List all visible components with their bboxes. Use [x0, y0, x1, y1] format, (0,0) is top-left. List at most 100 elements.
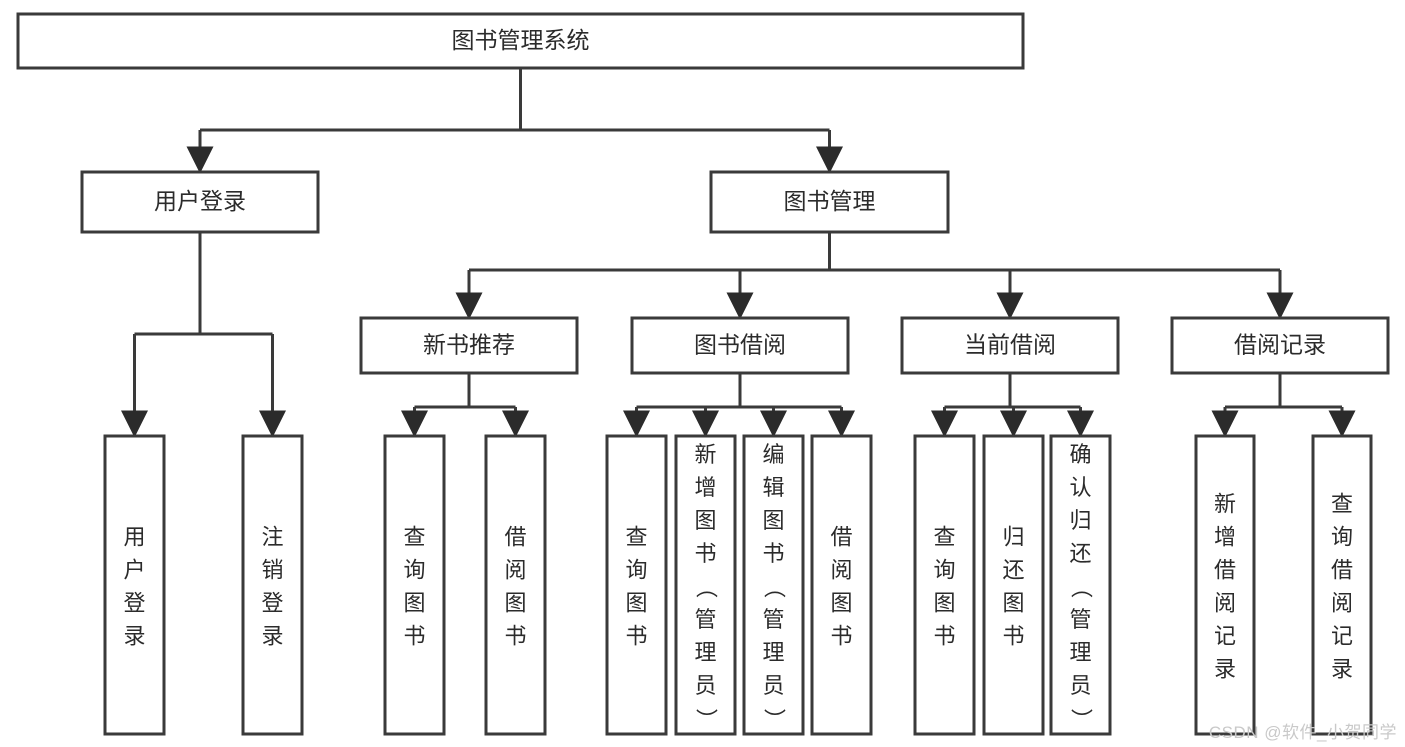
node-borrow-record[interactable]: 借阅记录 — [1170, 316, 1390, 375]
node-box — [1311, 434, 1373, 736]
connector-group — [931, 373, 1094, 438]
node-label: 图书借阅 — [694, 332, 786, 358]
node-label-char: 阅 — [1331, 591, 1353, 616]
node-label: 图书管理系统 — [452, 27, 590, 53]
node-label-char: 录 — [261, 624, 283, 649]
node-label-char: 确 — [1069, 442, 1091, 467]
node-label-char: ） — [762, 708, 787, 730]
node-root[interactable]: 图书管理系统 — [16, 12, 1025, 70]
node-label-char: 借 — [1214, 558, 1236, 583]
node-label-char: 编 — [762, 442, 784, 467]
node-label-char: 询 — [625, 558, 647, 583]
node-label-char: 图 — [830, 591, 852, 616]
node-label-char: 员 — [1069, 673, 1091, 698]
node-box — [674, 434, 737, 736]
node-box — [80, 170, 320, 234]
node-label-char: 辑 — [762, 475, 784, 500]
node-box — [1194, 434, 1256, 736]
node-label-char: 销 — [261, 558, 283, 583]
node-box — [982, 434, 1045, 736]
node-label-char: 询 — [933, 558, 955, 583]
node-label-char: 阅 — [1214, 591, 1236, 616]
node-new-book-rec[interactable]: 新书推荐 — [359, 316, 579, 375]
node-box — [1170, 316, 1390, 375]
node-label-char: ） — [1069, 708, 1094, 730]
node-label-char: 查 — [625, 525, 647, 550]
node-label-char: 录 — [1214, 657, 1236, 682]
node-box — [913, 434, 976, 736]
node-label-char: 书 — [504, 624, 526, 649]
node-label-char: 管 — [1069, 607, 1091, 632]
node-label-char: 管 — [694, 607, 716, 632]
node-label: 借阅记录 — [1234, 332, 1326, 358]
connector-group — [401, 373, 529, 438]
csdn-watermark: CSDN @软件_小贺同学 — [1208, 723, 1397, 742]
node-user-login[interactable]: 用户登录 — [80, 170, 320, 234]
node-label-char: 借 — [1331, 558, 1353, 583]
node-leaf-user-login[interactable]: 用户登录 — [103, 434, 166, 736]
node-box — [383, 434, 446, 736]
node-label-char: 图 — [1002, 591, 1024, 616]
node-label-char: 图 — [933, 591, 955, 616]
node-box — [241, 434, 304, 736]
node-box — [605, 434, 668, 736]
node-label-char: 阅 — [830, 558, 852, 583]
node-label-char: 图 — [762, 508, 784, 533]
node-label-char: 阅 — [504, 558, 526, 583]
node-label-char: 归 — [1002, 525, 1024, 550]
node-box — [810, 434, 873, 736]
node-label-char: 理 — [1069, 640, 1091, 665]
node-label-char: 书 — [403, 624, 425, 649]
node-label-char: 记 — [1214, 624, 1236, 649]
node-label: 新书推荐 — [423, 332, 515, 358]
node-label-char: （ — [762, 576, 787, 598]
node-label-char: 询 — [403, 558, 425, 583]
connector-group — [121, 232, 286, 438]
node-label-char: 录 — [1331, 657, 1353, 682]
node-label-char: ） — [694, 708, 719, 730]
node-label-char: 认 — [1069, 475, 1091, 500]
node-box — [16, 12, 1025, 70]
node-box — [359, 316, 579, 375]
node-label-char: 用 — [123, 525, 145, 550]
node-label-char: 查 — [933, 525, 955, 550]
node-box — [630, 316, 850, 375]
node-label-char: 书 — [933, 624, 955, 649]
node-label-char: 录 — [123, 624, 145, 649]
connector-group — [455, 232, 1294, 320]
node-box — [900, 316, 1120, 375]
connector-group — [623, 373, 855, 438]
node-label-char: 记 — [1331, 624, 1353, 649]
node-label-char: 借 — [504, 525, 526, 550]
node-label-char: 理 — [694, 640, 716, 665]
node-current-borrow[interactable]: 当前借阅 — [900, 316, 1120, 375]
node-label-char: 询 — [1331, 525, 1353, 550]
node-box — [742, 434, 805, 736]
node-label-char: 归 — [1069, 508, 1091, 533]
node-label-char: 书 — [1002, 624, 1024, 649]
node-label-char: 登 — [123, 591, 145, 616]
node-label: 用户登录 — [154, 188, 246, 214]
node-box — [484, 434, 547, 736]
node-box — [103, 434, 166, 736]
node-label-char: 借 — [830, 525, 852, 550]
node-book-borrow[interactable]: 图书借阅 — [630, 316, 850, 375]
node-label-char: 图 — [625, 591, 647, 616]
node-label-char: 书 — [625, 624, 647, 649]
node-book-manage[interactable]: 图书管理 — [709, 170, 950, 234]
connector-group — [186, 68, 843, 174]
